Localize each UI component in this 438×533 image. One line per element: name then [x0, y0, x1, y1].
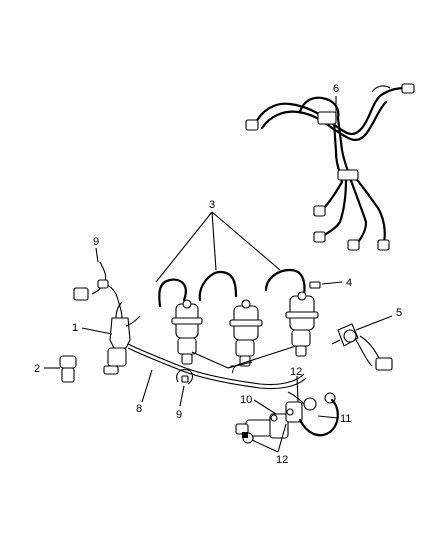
tube: [127, 343, 307, 390]
callout-7: 7: [230, 364, 236, 376]
clip-lower: [176, 369, 194, 385]
callout-6: 6: [333, 83, 339, 95]
valve-assembly: [235, 391, 339, 444]
callout-3: 3: [209, 199, 215, 211]
valve-1: [171, 299, 203, 365]
valve-2: [229, 299, 263, 367]
callout-5: 5: [396, 307, 402, 319]
callout-1: 1: [72, 322, 78, 334]
wiring-harness: [245, 83, 415, 251]
sensor-harness-upper: [73, 261, 123, 319]
callout-11: 11: [340, 413, 351, 425]
sensor-left: [103, 301, 141, 375]
callouts: 3 9 4 5 6 1 2 7 8 9 10 11 12 12: [34, 83, 402, 466]
callout-12-lower: 12: [276, 454, 288, 466]
sensor-right: [331, 323, 393, 371]
callout-9-upper: 9: [93, 236, 99, 248]
callout-4: 4: [346, 277, 352, 289]
leader-lines: [44, 96, 393, 453]
callout-9-lower: 9: [176, 409, 182, 421]
callout-8: 8: [136, 403, 142, 415]
hoses: [158, 268, 306, 308]
fitting-small: [59, 355, 77, 383]
valve-3: [285, 281, 321, 357]
callout-2: 2: [34, 363, 40, 375]
callout-12-upper: 12: [290, 366, 302, 378]
callout-10: 10: [240, 394, 252, 406]
